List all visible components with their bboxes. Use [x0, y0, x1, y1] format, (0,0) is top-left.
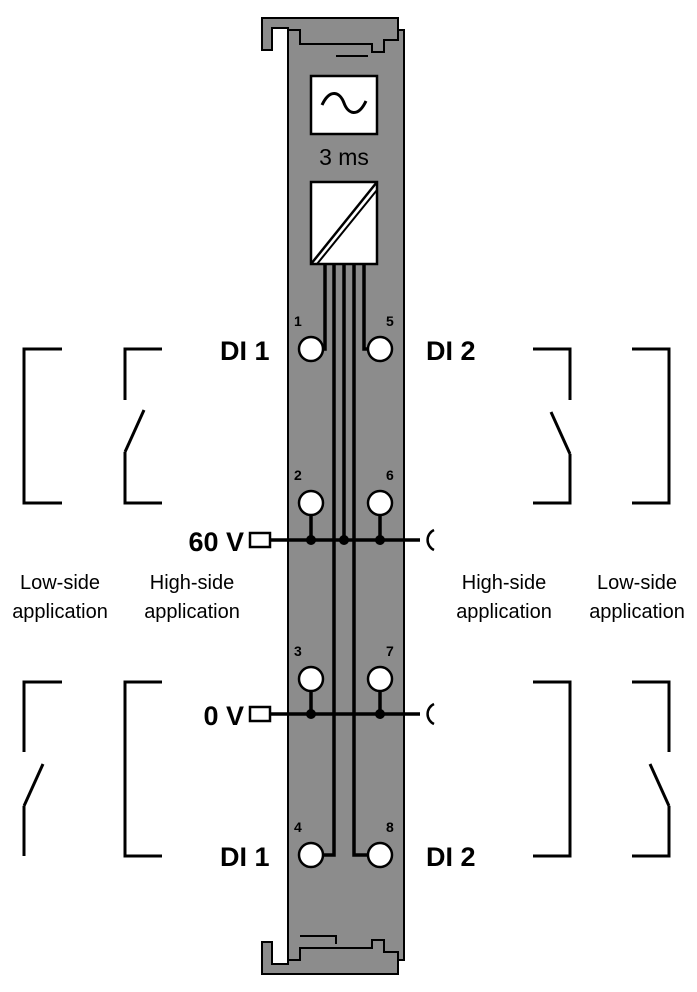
label-right-outer-line1: Low-side [597, 572, 677, 594]
isolation-diagonal-icon [310, 181, 378, 265]
label-left-inner-line2: application [144, 601, 240, 623]
switch-top-right-inner [549, 411, 572, 455]
converter-block [309, 180, 379, 266]
pin-number-6: 6 [386, 467, 394, 483]
filter-block: 3 ms [309, 74, 379, 170]
terminal-8 [366, 841, 394, 869]
node-0v-pin7 [375, 709, 385, 719]
label-di1-bottom: DI 1 [220, 842, 270, 872]
switch-bottom-left-outer [22, 763, 45, 807]
node-0v-pin3 [306, 709, 316, 719]
label-left-outer-line1: Low-side [20, 572, 100, 594]
node-60v-common [339, 535, 349, 545]
input-labels: DI 1 DI 2 DI 1 DI 2 60 V 0 V [188, 336, 475, 872]
label-right-outer-line2: application [589, 601, 685, 623]
switch-top-left-inner [123, 409, 146, 453]
pin-number-8: 8 [386, 819, 394, 835]
label-60v: 60 V [188, 527, 244, 557]
bracket-top-left-inner [123, 347, 162, 400]
bracket-top-right-inner-lower [533, 454, 572, 505]
terminals [297, 335, 394, 869]
pin-number-5: 5 [386, 313, 394, 329]
switch-bottom-right-outer [648, 763, 671, 807]
terminal-6 [366, 489, 394, 517]
bracket-top-left-inner-lower [123, 452, 162, 505]
label-di2-bottom: DI 2 [426, 842, 476, 872]
bracket-top-left-outer [22, 347, 62, 505]
application-labels: Low-side application High-side applicati… [12, 572, 685, 623]
label-left-inner-line1: High-side [150, 572, 234, 594]
connectors [248, 528, 435, 726]
top-rail-clip [261, 17, 399, 53]
plug-60v-left [248, 531, 272, 549]
terminal-7 [366, 665, 394, 693]
pin-number-1: 1 [294, 313, 302, 329]
label-di1-top: DI 1 [220, 336, 270, 366]
pin-number-3: 3 [294, 643, 302, 659]
socket-60v-right [426, 528, 435, 552]
terminal-1 [297, 335, 325, 363]
terminal-2 [297, 489, 325, 517]
label-0v: 0 V [203, 701, 244, 731]
tilde-sine-icon [320, 92, 368, 114]
bracket-bottom-right-inner [533, 680, 572, 858]
label-right-inner-line1: High-side [462, 572, 546, 594]
terminal-5 [366, 335, 394, 363]
external-circuits [22, 347, 671, 858]
bracket-top-right-outer [632, 347, 671, 505]
label-right-inner-line2: application [456, 601, 552, 623]
filter-time-label: 3 ms [319, 144, 369, 170]
pin-numbers: 1 2 3 4 5 6 7 8 [294, 313, 394, 835]
pin-number-4: 4 [294, 819, 302, 835]
bottom-notch [300, 935, 337, 944]
bottom-rail-clip [261, 939, 399, 975]
plug-0v-left [248, 705, 272, 723]
bracket-bottom-right-outer [632, 680, 671, 752]
pin-number-2: 2 [294, 467, 302, 483]
bracket-bottom-right-outer-lower [632, 806, 671, 858]
label-di2-top: DI 2 [426, 336, 476, 366]
terminal-3 [297, 665, 325, 693]
label-left-outer-line2: application [12, 601, 108, 623]
isolation-diagonal-line-2 [316, 189, 378, 265]
bracket-top-right-inner [533, 347, 572, 400]
pin-number-7: 7 [386, 643, 394, 659]
bracket-bottom-left-inner [123, 680, 162, 858]
bracket-bottom-left-outer [22, 680, 62, 752]
socket-0v-right [426, 702, 435, 726]
node-60v-pin6 [375, 535, 385, 545]
terminal-4 [297, 841, 325, 869]
node-60v-pin2 [306, 535, 316, 545]
